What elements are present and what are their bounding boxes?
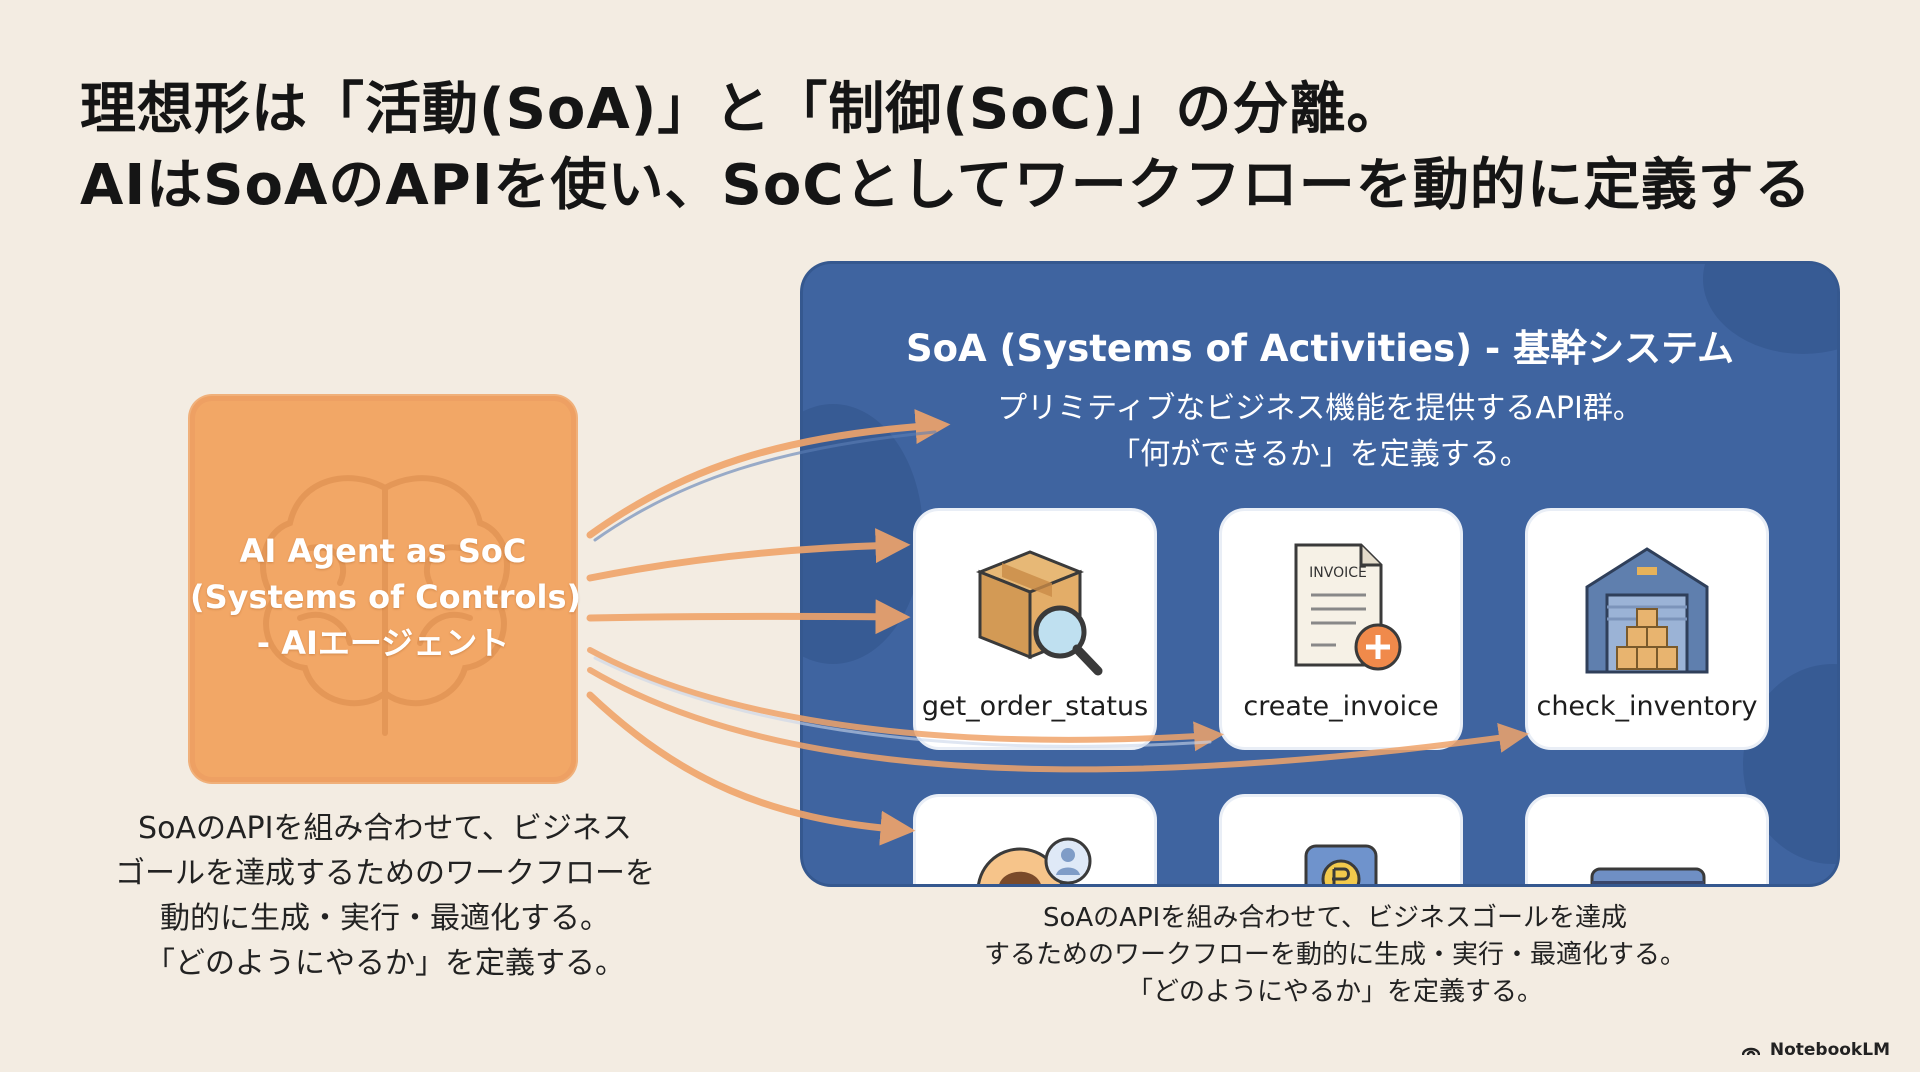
api-label-create-invoice: create_invoice (1243, 691, 1439, 722)
api-card-create-invoice: INVOICE create_invoice (1219, 508, 1463, 750)
api-card-get-order-status: get_order_status (913, 508, 1157, 750)
agent-label-line-2: (Systems of Controls) (190, 578, 582, 616)
customer-profile-icon (977, 837, 1092, 884)
ai-agent-box: AI Agent as SoC (Systems of Controls) - … (190, 396, 582, 782)
api-card-partial (1219, 794, 1463, 884)
soa-description-line-1: SoAのAPIを組み合わせて、ビジネスゴールを達成 (1042, 903, 1628, 933)
warehouse-icon (1585, 547, 1709, 674)
soa-subtitle-line-1: プリミティブなビジネス機能を提供するAPI群。 (997, 391, 1643, 426)
agent-label: AI Agent as SoC (Systems of Controls) - … (190, 528, 582, 666)
soa-subtitle: プリミティブなビジネス機能を提供するAPI群。 「何ができるか」を定義する。 (803, 386, 1837, 478)
soa-title: SoA (Systems of Activities) - 基幹システム (905, 327, 1735, 370)
brand-logo: NotebookLM (1741, 1040, 1890, 1060)
agent-label-line-1: AI Agent as SoC (239, 532, 527, 570)
agent-label-line-3: - AIエージェント (256, 624, 510, 662)
api-label-check-inventory: check_inventory (1536, 691, 1758, 722)
package-search-icon (975, 550, 1103, 676)
invoice-icon-text: INVOICE (1309, 565, 1367, 581)
notebooklm-icon (1741, 1047, 1760, 1056)
slide-title: 理想形は「活動(SoA)」と「制御(SoC)」の分離。 AIはSoAのAPIを使… (80, 72, 1860, 224)
api-card-check-inventory: check_inventory (1525, 508, 1769, 750)
soa-description-line-2: するためのワークフローを動的に生成・実行・最適化する。 (983, 940, 1686, 970)
api-card-partial (913, 794, 1157, 884)
agent-description-line-4: 「どのようにやるか」を定義する。 (145, 946, 625, 981)
api-label-get-order-status: get_order_status (921, 691, 1149, 722)
api-card-partial (1525, 794, 1769, 884)
brain-icon (260, 475, 510, 736)
invoice-add-icon: INVOICE (1294, 543, 1402, 671)
title-line-1: 理想形は「活動(SoA)」と「制御(SoC)」の分離。 (80, 77, 1404, 142)
soa-description-line-3: 「どのようにやるか」を定義する。 (1126, 977, 1543, 1007)
payment-card-icon (1304, 844, 1378, 884)
brand-text: NotebookLM (1769, 1040, 1890, 1060)
soa-panel: SoA (Systems of Activities) - 基幹システム プリミ… (803, 264, 1837, 884)
title-line-2: AIはSoAのAPIを使い、SoCとしてワークフローを動的に定義する (80, 153, 1812, 218)
agent-description-line-3: 動的に生成・実行・最適化する。 (160, 901, 610, 936)
agent-description-line-2: ゴールを達成するためのワークフローを (115, 856, 655, 891)
credit-card-icon (1590, 867, 1706, 884)
agent-description-line-1: SoAのAPIを組み合わせて、ビジネス (138, 811, 632, 846)
soa-description: SoAのAPIを組み合わせて、ビジネスゴールを達成 するためのワークフローを動的… (900, 900, 1770, 1011)
soa-subtitle-line-2: 「何ができるか」を定義する。 (1110, 437, 1530, 472)
agent-description: SoAのAPIを組み合わせて、ビジネス ゴールを達成するためのワークフローを 動… (85, 806, 685, 986)
